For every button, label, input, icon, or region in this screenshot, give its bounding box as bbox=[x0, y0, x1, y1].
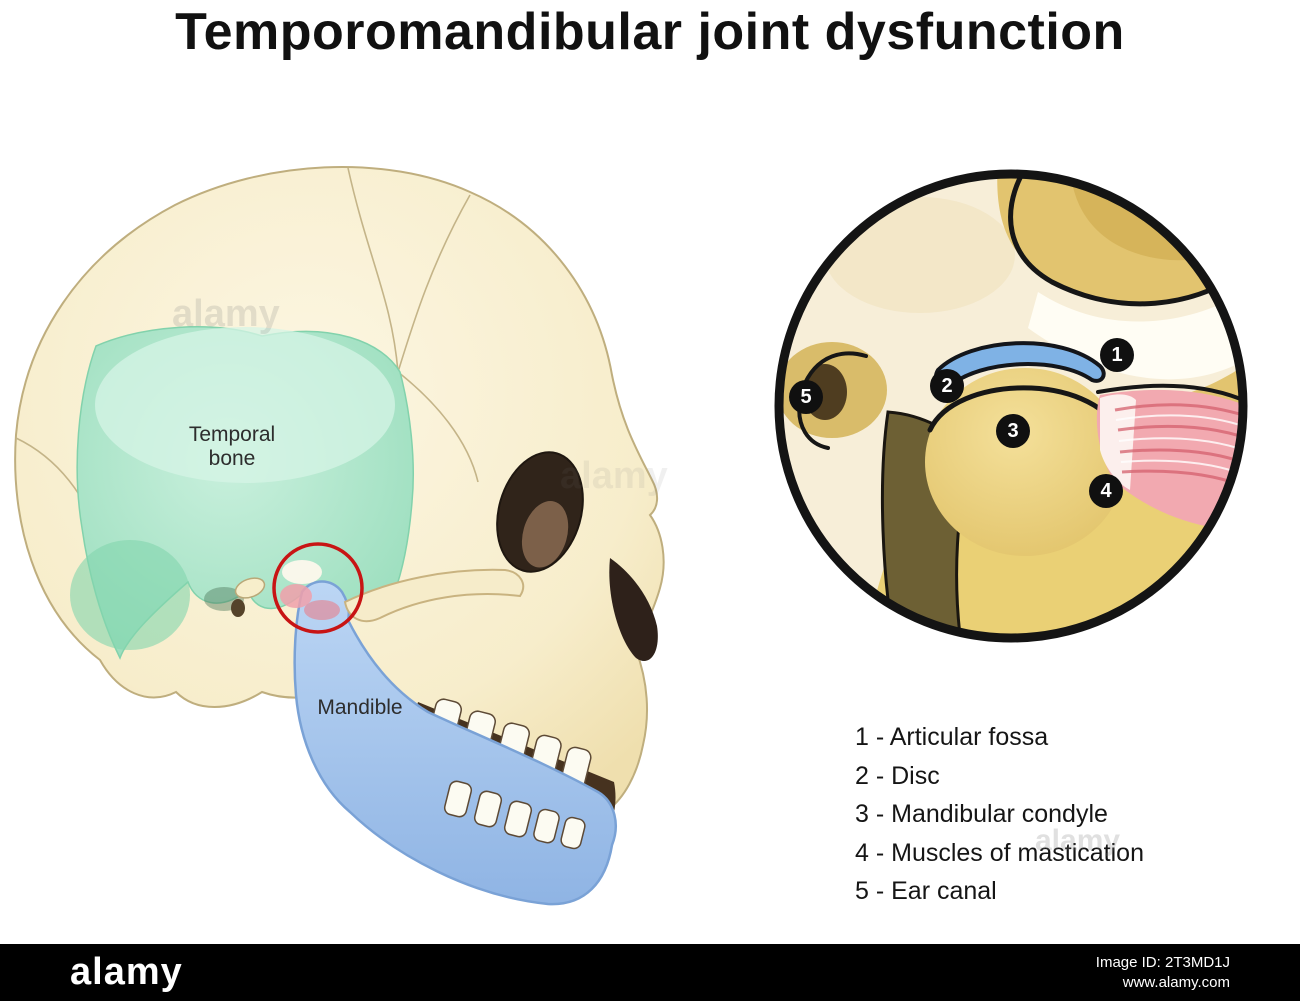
image-id: Image ID: 2T3MD1J bbox=[1095, 953, 1230, 971]
ear-canal-bone bbox=[234, 577, 266, 599]
lower-teeth bbox=[443, 780, 586, 850]
footer-bar: alamy Image ID: 2T3MD1J www.alamy.com bbox=[0, 944, 1300, 1001]
footer-meta: Image ID: 2T3MD1J www.alamy.com bbox=[1096, 953, 1230, 993]
zygomatic-arch bbox=[343, 568, 525, 623]
legend-item-mandibular-condyle: 3 - Mandibular condyle bbox=[855, 800, 1108, 828]
inset-marker-2: 2 bbox=[930, 369, 964, 403]
inset-marker-1: 1 bbox=[1100, 338, 1134, 372]
alamy-url: www.alamy.com bbox=[1122, 973, 1230, 991]
legend-item-articular-fossa: 1 - Articular fossa bbox=[855, 723, 1049, 751]
legend: 1 - Articular fossa 2 - Disc 3 - Mandibu… bbox=[855, 718, 1144, 911]
page-title: Temporomandibular joint dysfunction bbox=[175, 3, 1125, 61]
inset-marker-3: 3 bbox=[996, 414, 1030, 448]
mastoid-shade bbox=[70, 540, 190, 650]
mandibular-condyle bbox=[925, 368, 1125, 556]
temporal-bone-highlight bbox=[95, 327, 395, 483]
tmj-joint-area bbox=[272, 542, 364, 634]
alamy-logo: alamy bbox=[70, 951, 183, 993]
eye-socket bbox=[496, 451, 584, 573]
temporal-bone-label: Temporal bone bbox=[188, 423, 276, 470]
ear-canal-opening bbox=[231, 599, 245, 617]
skull-illustration bbox=[14, 165, 665, 906]
inset-marker-5: 5 bbox=[789, 380, 823, 414]
legend-item-disc: 2 - Disc bbox=[855, 761, 940, 790]
tmj-inset-illustration bbox=[774, 169, 1248, 643]
mandible-label: Mandible bbox=[317, 696, 403, 719]
inset-border-ring bbox=[774, 169, 1248, 643]
inset-marker-4: 4 bbox=[1089, 474, 1123, 508]
nasal-aperture bbox=[609, 558, 658, 662]
inset-shading bbox=[825, 197, 1015, 313]
legend-item-muscles: 4 - Muscles of mastication bbox=[855, 838, 1144, 867]
tmj-red-circle bbox=[272, 542, 364, 634]
fossa-outline bbox=[1008, 178, 1239, 307]
legend-item-ear-canal: 5 - Ear canal bbox=[855, 877, 997, 905]
